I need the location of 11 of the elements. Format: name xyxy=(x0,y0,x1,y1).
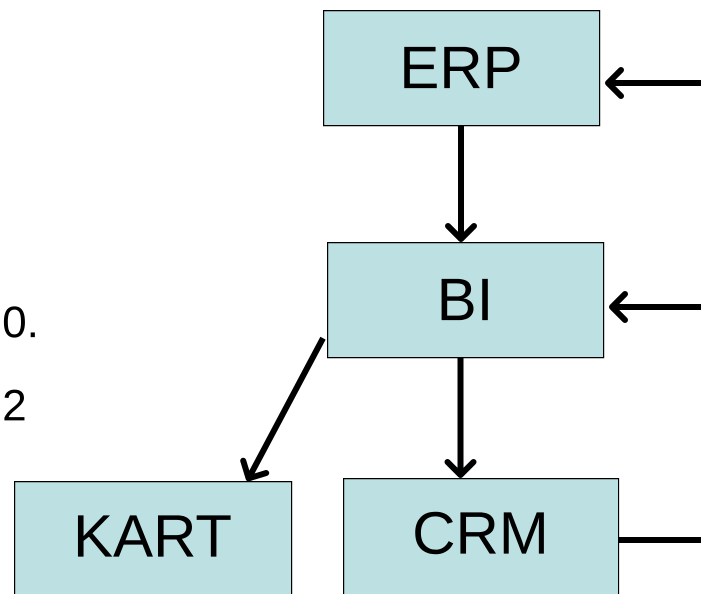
arrow xyxy=(605,67,701,99)
process-box: CRM xyxy=(343,478,620,594)
label-text: 0. xyxy=(4,306,35,338)
arrow xyxy=(609,291,701,323)
process-box: KART xyxy=(14,481,292,594)
arrow xyxy=(240,336,326,482)
process-box: BI xyxy=(327,242,604,358)
arrow xyxy=(444,357,476,478)
arrow xyxy=(445,125,477,242)
process-box: ERP xyxy=(323,10,600,126)
label-text: 2 xyxy=(4,390,24,420)
